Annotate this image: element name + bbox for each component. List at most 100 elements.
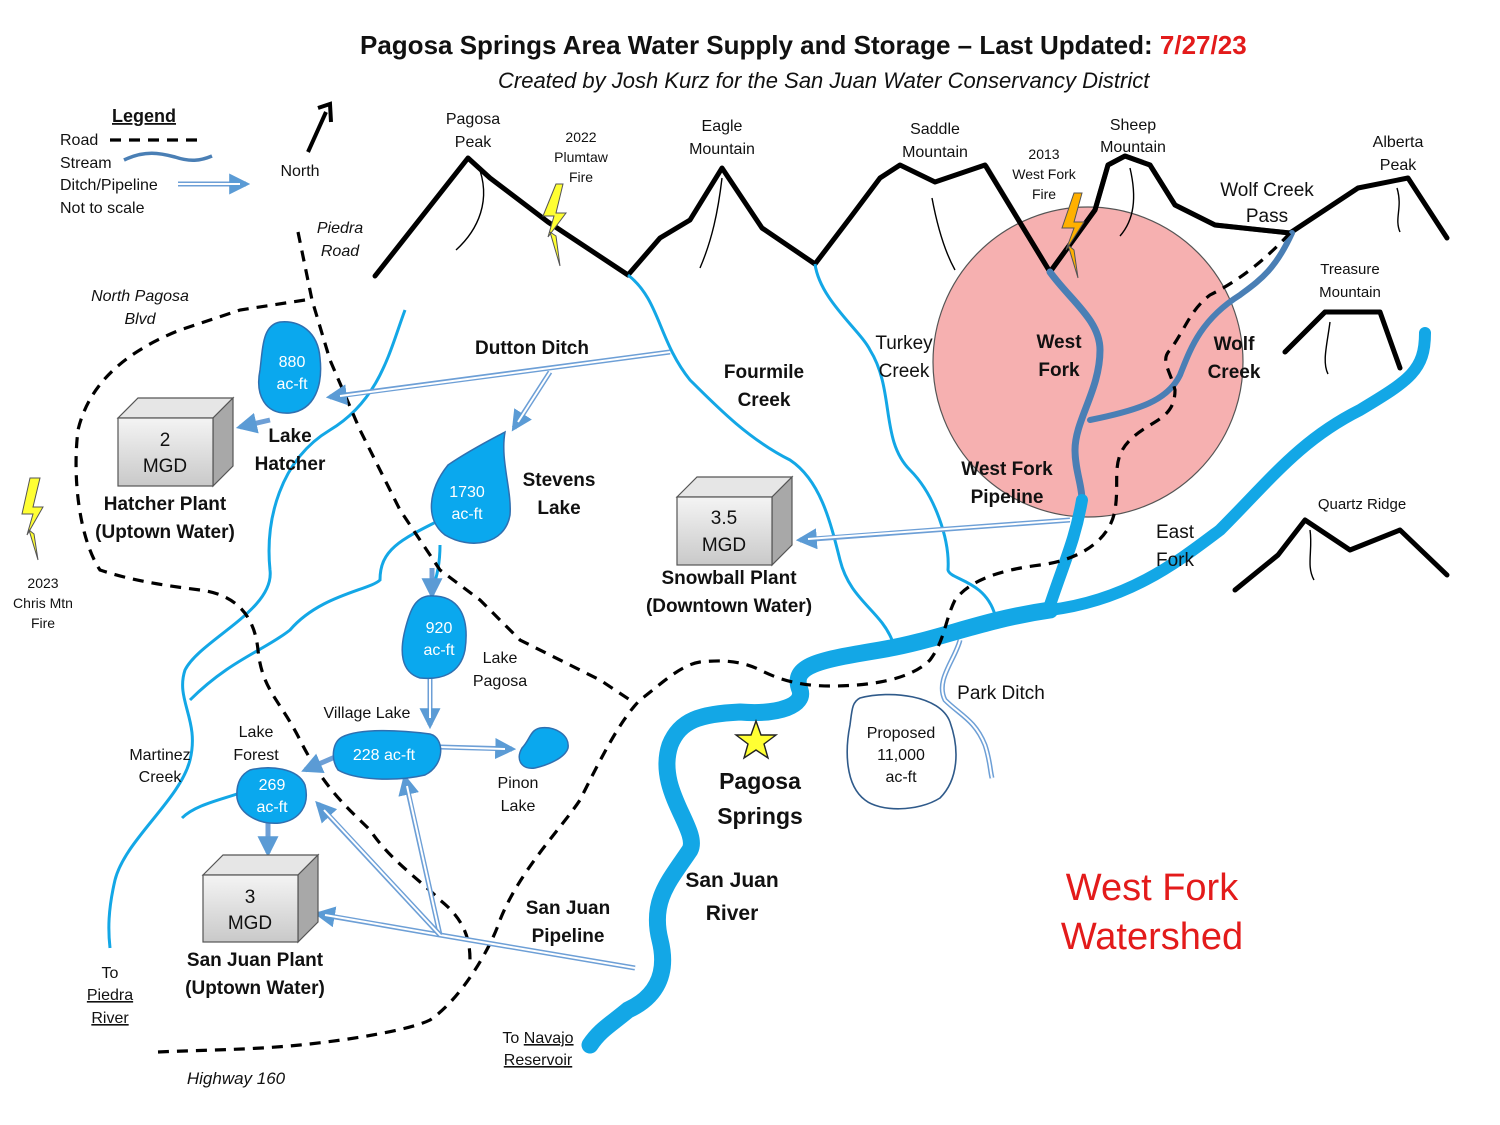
legend-heading: Legend — [112, 106, 176, 126]
svg-text:West Fork: West Fork — [1012, 166, 1077, 182]
legend-scale-note: Not to scale — [60, 200, 145, 217]
svg-text:228 ac-ft: 228 ac-ft — [353, 747, 416, 764]
svg-text:Chris Mtn: Chris Mtn — [13, 595, 73, 611]
svg-text:Quartz Ridge: Quartz Ridge — [1318, 496, 1406, 513]
svg-text:San Juan Plant: San Juan Plant — [187, 950, 324, 971]
svg-text:To Navajo: To Navajo — [502, 1030, 573, 1047]
lake-stevens: 1730 ac-ft — [430, 430, 511, 544]
svg-text:West Fork: West Fork — [961, 459, 1053, 480]
svg-text:MGD: MGD — [228, 913, 272, 934]
svg-text:Pass: Pass — [1246, 206, 1288, 227]
svg-text:3.5: 3.5 — [711, 508, 737, 529]
svg-text:269: 269 — [259, 777, 286, 794]
svg-text:Eagle: Eagle — [702, 118, 743, 135]
north-label: North — [280, 163, 319, 180]
pinon-lake — [518, 727, 569, 769]
lake-pagosa: 920 ac-ft — [401, 595, 467, 680]
svg-text:San Juan: San Juan — [526, 898, 610, 919]
svg-text:Mountain: Mountain — [689, 141, 755, 158]
lake-labels: Lake Hatcher Stevens Lake Lake Pagosa Vi… — [233, 426, 935, 815]
svg-text:880: 880 — [279, 354, 306, 371]
watershed-label-line2: Watershed — [1061, 916, 1243, 958]
svg-text:3: 3 — [245, 887, 256, 908]
svg-text:2: 2 — [160, 430, 171, 451]
svg-text:ac-ft: ac-ft — [256, 799, 288, 816]
svg-text:Forest: Forest — [233, 747, 279, 764]
svg-text:Wolf: Wolf — [1214, 334, 1255, 355]
svg-text:Stevens: Stevens — [523, 470, 596, 491]
svg-text:Pagosa: Pagosa — [473, 673, 527, 690]
svg-text:Lake: Lake — [239, 724, 274, 741]
legend-ditch-label: Ditch/Pipeline — [60, 177, 158, 194]
svg-text:Pagosa: Pagosa — [446, 111, 500, 128]
place-labels: Pagosa Springs To Piedra River To Navajo… — [87, 768, 803, 1069]
west-fork-fire-zone — [932, 206, 1244, 518]
svg-text:Alberta: Alberta — [1373, 134, 1424, 151]
svg-text:To: To — [102, 965, 119, 982]
svg-text:Mountain: Mountain — [1100, 139, 1166, 156]
svg-text:Saddle: Saddle — [910, 121, 960, 138]
svg-text:Lake: Lake — [537, 498, 580, 519]
plant-labels: Hatcher Plant (Uptown Water) Snowball Pl… — [95, 494, 812, 999]
svg-text:Piedra: Piedra — [317, 220, 363, 237]
svg-text:Springs: Springs — [717, 803, 803, 829]
page-subtitle: Created by Josh Kurz for the San Juan Wa… — [498, 68, 1150, 93]
svg-text:Peak: Peak — [1380, 157, 1417, 174]
roads — [74, 231, 1292, 1054]
north-arrow-icon — [306, 101, 333, 153]
svg-text:Fourmile: Fourmile — [724, 362, 804, 383]
svg-text:San Juan: San Juan — [685, 869, 778, 892]
svg-text:Fork: Fork — [1156, 550, 1195, 571]
pagosa-springs-star-icon — [733, 718, 779, 760]
svg-text:Creek: Creek — [879, 361, 930, 382]
watershed-label-line1: West Fork — [1066, 867, 1239, 909]
svg-text:Reservoir: Reservoir — [504, 1052, 573, 1069]
svg-text:(Uptown Water): (Uptown Water) — [95, 522, 235, 543]
legend-road-label: Road — [60, 132, 98, 149]
svg-text:Martinez: Martinez — [129, 747, 190, 764]
svg-text:MGD: MGD — [702, 535, 746, 556]
svg-text:Fire: Fire — [569, 169, 593, 185]
svg-text:Fire: Fire — [31, 615, 55, 631]
svg-text:River: River — [91, 1010, 129, 1027]
lake-forest: 269 ac-ft — [236, 767, 307, 824]
legend-stream-label: Stream — [60, 155, 112, 172]
snowball-plant-box: 3.5 MGD — [675, 475, 794, 567]
svg-text:Blvd: Blvd — [124, 311, 156, 328]
plumtaw-fire-icon — [542, 183, 567, 267]
chris-mtn-fire-icon — [21, 477, 44, 561]
svg-text:Mountain: Mountain — [1319, 284, 1381, 301]
mountain-range — [372, 153, 1450, 593]
svg-text:ac-ft: ac-ft — [423, 642, 455, 659]
svg-text:Village Lake: Village Lake — [324, 705, 411, 722]
svg-text:Lake: Lake — [483, 650, 518, 667]
svg-text:Fork: Fork — [1038, 360, 1080, 381]
svg-text:MGD: MGD — [143, 456, 187, 477]
svg-text:920: 920 — [426, 620, 453, 637]
svg-text:Hatcher Plant: Hatcher Plant — [104, 494, 227, 515]
svg-text:ac-ft: ac-ft — [276, 376, 308, 393]
san-juan-plant-box: 3 MGD — [201, 853, 320, 944]
legend: Legend Road Stream Ditch/Pipeline Not to… — [60, 106, 251, 217]
stream-labels: Fourmile Creek Turkey Creek West Fork Wo… — [129, 332, 1261, 925]
hatcher-plant-box: 2 MGD — [116, 396, 235, 488]
svg-text:River: River — [706, 902, 759, 925]
svg-text:Snowball Plant: Snowball Plant — [661, 568, 797, 589]
svg-text:Lake: Lake — [268, 426, 311, 447]
svg-text:Dutton Ditch: Dutton Ditch — [475, 338, 589, 359]
svg-text:11,000: 11,000 — [877, 747, 925, 764]
legend-stream-swatch — [123, 151, 213, 162]
svg-text:Turkey: Turkey — [875, 333, 933, 354]
svg-text:Sheep: Sheep — [1110, 117, 1156, 134]
ditch-labels: Dutton Ditch West Fork Pipeline Park Dit… — [475, 338, 1053, 947]
page-title: Pagosa Springs Area Water Supply and Sto… — [360, 30, 1247, 60]
svg-text:Road: Road — [321, 243, 360, 260]
svg-text:Creek: Creek — [139, 769, 183, 786]
west-fork-fire-icon — [1061, 192, 1085, 279]
svg-text:Pagosa: Pagosa — [719, 768, 801, 794]
svg-text:Park Ditch: Park Ditch — [957, 683, 1045, 704]
svg-text:Proposed: Proposed — [867, 725, 936, 742]
svg-text:2013: 2013 — [1028, 146, 1059, 162]
svg-text:Fire: Fire — [1032, 186, 1056, 202]
